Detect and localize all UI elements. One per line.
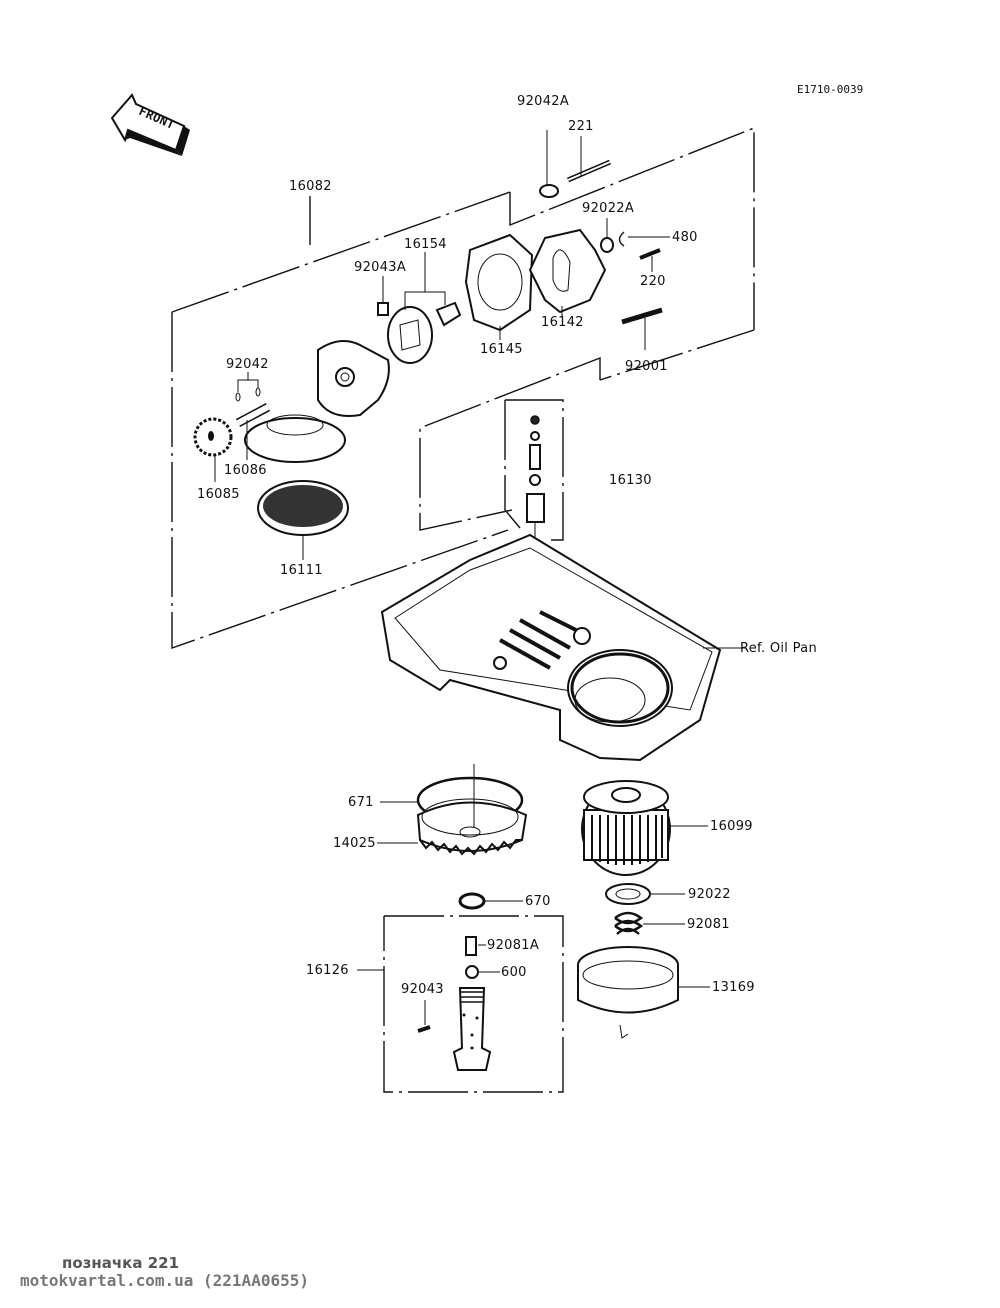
part-label-600[interactable]: 600	[501, 965, 527, 980]
part-label-221[interactable]: 221	[568, 119, 594, 134]
watermark-site[interactable]: motokvartal.com.ua (221AA0655)	[20, 1271, 309, 1290]
oil-filter-parts	[377, 764, 710, 1039]
oil-pan-reference	[380, 533, 745, 762]
part-label-16145[interactable]: 16145	[480, 342, 523, 357]
part-label-13169[interactable]: 13169	[712, 980, 755, 995]
ref-oil-pan-label: Ref. Oil Pan	[740, 641, 817, 656]
part-label-16082[interactable]: 16082	[289, 179, 332, 194]
part-label-16085[interactable]: 16085	[197, 487, 240, 502]
part-label-92043A[interactable]: 92043A	[354, 260, 407, 275]
oil-pump-parts	[193, 130, 670, 560]
part-label-16099[interactable]: 16099	[710, 819, 753, 834]
part-label-92043[interactable]: 92043	[401, 982, 444, 997]
watermark-mark: позначка 221	[62, 1254, 180, 1272]
part-label-671[interactable]: 671	[348, 795, 374, 810]
part-label-16130[interactable]: 16130	[609, 473, 652, 488]
part-label-16111[interactable]: 16111	[280, 563, 323, 578]
part-label-92022A[interactable]: 92022A	[582, 201, 635, 216]
part-label-16126[interactable]: 16126	[306, 963, 349, 978]
front-arrow-icon	[110, 93, 190, 156]
part-label-92001[interactable]: 92001	[625, 359, 668, 374]
part-label-92081A[interactable]: 92081A	[487, 938, 540, 953]
part-label-14025[interactable]: 14025	[333, 836, 376, 851]
part-label-16154[interactable]: 16154	[404, 237, 447, 252]
bypass-valve-box	[357, 915, 564, 1093]
part-label-92022[interactable]: 92022	[688, 887, 731, 902]
pump-assembly-boundary	[171, 126, 755, 649]
part-label-92042[interactable]: 92042	[226, 357, 269, 372]
part-label-92042A[interactable]: 92042A	[517, 94, 570, 109]
diagram-code: E1710-0039	[797, 83, 864, 96]
part-label-16142[interactable]: 16142	[541, 315, 584, 330]
part-label-16086[interactable]: 16086	[224, 463, 267, 478]
part-label-220[interactable]: 220	[640, 274, 666, 289]
part-label-92081[interactable]: 92081	[687, 917, 730, 932]
part-label-480[interactable]: 480	[672, 230, 698, 245]
part-label-670[interactable]: 670	[525, 894, 551, 909]
